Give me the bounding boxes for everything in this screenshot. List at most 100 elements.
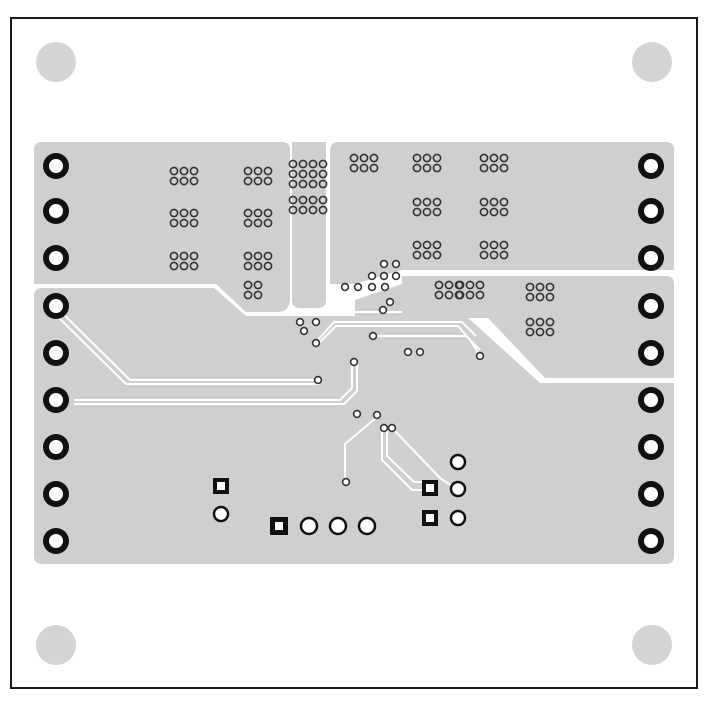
via bbox=[243, 176, 253, 186]
via bbox=[489, 240, 499, 250]
connector-right-pin-hole bbox=[644, 440, 658, 454]
via bbox=[489, 207, 499, 217]
via bbox=[349, 163, 359, 173]
via bbox=[288, 159, 298, 169]
via bbox=[368, 331, 378, 341]
copper-pours bbox=[34, 142, 674, 564]
via bbox=[432, 163, 442, 173]
connector-right-pin-hole bbox=[644, 204, 658, 218]
via bbox=[379, 423, 389, 433]
trace-2-edge bbox=[74, 362, 358, 405]
via bbox=[545, 317, 555, 327]
via bbox=[243, 261, 253, 271]
via bbox=[263, 218, 273, 228]
via bbox=[318, 159, 328, 169]
via bbox=[349, 153, 359, 163]
via bbox=[308, 169, 318, 179]
via bbox=[412, 207, 422, 217]
via bbox=[359, 163, 369, 173]
trace-4 bbox=[372, 335, 481, 351]
via bbox=[298, 169, 308, 179]
component-pads bbox=[212, 453, 467, 536]
via bbox=[189, 176, 199, 186]
via bbox=[340, 282, 350, 292]
via bbox=[499, 207, 509, 217]
via bbox=[263, 208, 273, 218]
trace-2 bbox=[74, 362, 353, 401]
round-pad-j1-2 bbox=[212, 505, 230, 523]
via bbox=[422, 250, 432, 260]
via bbox=[169, 251, 179, 261]
via bbox=[499, 240, 509, 250]
connector-right-pins bbox=[638, 153, 664, 554]
via bbox=[412, 163, 422, 173]
square-pad-j2-1-hole bbox=[426, 484, 434, 492]
via bbox=[422, 240, 432, 250]
via bbox=[479, 163, 489, 173]
via bbox=[422, 153, 432, 163]
via bbox=[422, 163, 432, 173]
via bbox=[299, 326, 309, 336]
via bbox=[380, 282, 390, 292]
via bbox=[379, 271, 389, 281]
via bbox=[422, 197, 432, 207]
via bbox=[179, 208, 189, 218]
via bbox=[263, 176, 273, 186]
via bbox=[412, 197, 422, 207]
via bbox=[372, 410, 382, 420]
via bbox=[479, 153, 489, 163]
connector-left-pin-hole bbox=[49, 346, 63, 360]
connector-left-pin-hole bbox=[49, 299, 63, 313]
via bbox=[311, 338, 321, 348]
via bbox=[432, 240, 442, 250]
via bbox=[189, 166, 199, 176]
via bbox=[243, 290, 253, 300]
via bbox=[308, 195, 318, 205]
single-vias bbox=[295, 259, 485, 487]
via bbox=[455, 290, 465, 300]
via bbox=[253, 280, 263, 290]
via bbox=[169, 208, 179, 218]
via bbox=[499, 197, 509, 207]
via bbox=[412, 153, 422, 163]
via bbox=[444, 280, 454, 290]
via bbox=[318, 195, 328, 205]
via bbox=[499, 250, 509, 260]
via bbox=[308, 205, 318, 215]
trace-1 bbox=[54, 305, 318, 381]
via bbox=[499, 163, 509, 173]
via bbox=[545, 292, 555, 302]
board-outline bbox=[10, 17, 698, 689]
via bbox=[378, 305, 388, 315]
connector-left-pin-hole bbox=[49, 534, 63, 548]
connector-right-pin-hole bbox=[644, 487, 658, 501]
via bbox=[432, 250, 442, 260]
via bbox=[455, 280, 465, 290]
via bbox=[179, 218, 189, 228]
via bbox=[465, 290, 475, 300]
via bbox=[479, 240, 489, 250]
via bbox=[379, 259, 389, 269]
trace-1-edge bbox=[54, 313, 320, 385]
mounting-hole-top-left bbox=[36, 42, 76, 82]
via bbox=[359, 153, 369, 163]
via bbox=[352, 409, 362, 419]
via bbox=[403, 347, 413, 357]
via bbox=[465, 280, 475, 290]
via bbox=[415, 347, 425, 357]
copper-pour-center-strip bbox=[292, 142, 326, 308]
via bbox=[288, 169, 298, 179]
via bbox=[475, 290, 485, 300]
mounting-holes bbox=[36, 42, 672, 665]
via bbox=[263, 166, 273, 176]
via bbox=[179, 176, 189, 186]
via bbox=[434, 290, 444, 300]
via bbox=[308, 159, 318, 169]
via bbox=[288, 195, 298, 205]
square-pad-j1-1-hole bbox=[217, 482, 225, 490]
via bbox=[169, 176, 179, 186]
connector-left-pin-hole bbox=[49, 251, 63, 265]
via bbox=[385, 297, 395, 307]
via bbox=[189, 218, 199, 228]
